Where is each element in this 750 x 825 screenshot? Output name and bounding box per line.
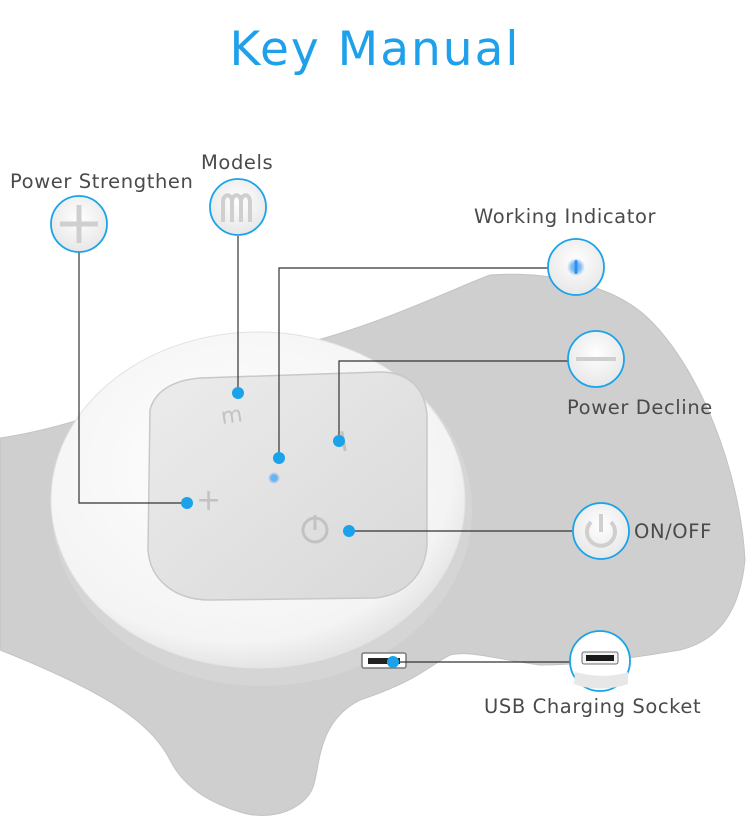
usb-charging-socket-label: USB Charging Socket <box>484 695 702 718</box>
working-indicator-label: Working Indicator <box>474 205 657 228</box>
indicator-light-icon <box>547 238 605 296</box>
massager-device: m + <box>50 331 472 686</box>
on-off-label: ON/OFF <box>634 520 712 543</box>
power-icon <box>572 502 630 560</box>
page-title: Key Manual <box>229 22 521 77</box>
svg-text:+: + <box>196 483 221 518</box>
button-panel <box>147 371 428 601</box>
models-label: Models <box>201 151 274 174</box>
power-decline-label: Power Decline <box>567 396 713 419</box>
power-strengthen-label: Power Strengthen <box>10 170 194 193</box>
usb-port-icon <box>569 630 631 692</box>
minus-icon <box>567 330 625 388</box>
plus-icon <box>50 195 108 253</box>
m-icon <box>209 178 267 236</box>
svg-text:m: m <box>219 402 244 430</box>
